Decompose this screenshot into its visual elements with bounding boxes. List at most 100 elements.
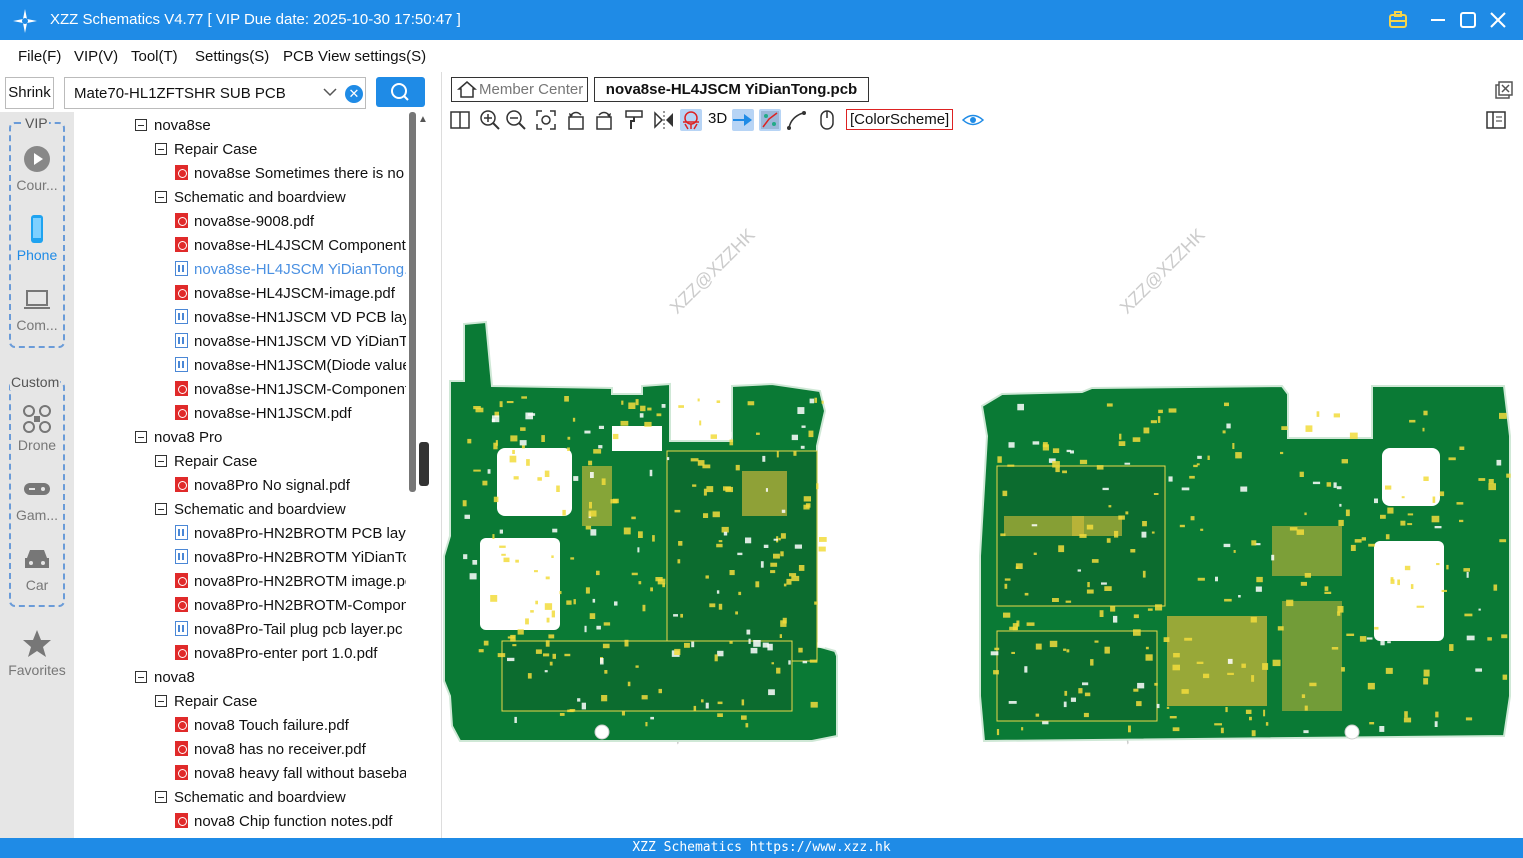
tree-file[interactable]: nova8Pro-enter port 1.0.pdf [175,642,406,666]
menu-file[interactable]: File(F) [18,48,62,65]
category-sidebar: VIP Cour... Phone Com... Custom Drone Ga… [0,112,74,838]
tree-file[interactable]: nova8Pro-HN2BROTM image.pd [175,570,406,594]
collapse-icon[interactable] [155,191,167,203]
tree-file[interactable]: nova8 Chip function notes.pdf [175,810,406,834]
category-game[interactable]: Gam... [0,474,74,523]
tree-file[interactable]: nova8se-HN1JSCM.pdf [175,402,406,426]
category-courses[interactable]: Cour... [0,144,74,193]
tree-file[interactable]: nova8 Touch failure.pdf [175,714,406,738]
tab-pcb-file[interactable]: nova8se-HL4JSCM YiDianTong.pcb [594,77,869,102]
zoom-in-icon[interactable] [479,109,501,131]
fit-view-icon[interactable] [535,109,557,131]
tree-file[interactable]: nova8Pro-Tail plug pcb layer.pc [175,618,406,642]
category-phone[interactable]: Phone [0,214,74,263]
tree-file[interactable]: nova8se-HN1JSCM(Diode value [175,354,406,378]
tree-file[interactable]: nova8Pro No signal.pdf [175,474,406,498]
tree-file[interactable]: nova8se-HN1JSCM VD PCB laye [175,306,406,330]
close-icon[interactable] [1487,9,1509,31]
eye-icon[interactable] [962,109,984,131]
collapse-icon[interactable] [155,695,167,707]
pcb-board-right[interactable] [979,384,1511,743]
home-icon [457,81,477,98]
mouse-icon[interactable] [816,109,838,131]
category-computer[interactable]: Com... [0,284,74,333]
pcb-board-left[interactable] [443,320,872,742]
panel-splitter[interactable] [419,442,429,486]
briefcase-icon[interactable] [1387,9,1409,31]
tree-folder[interactable]: Schematic and boardview [155,498,406,522]
search-button[interactable] [376,77,425,107]
tree-file[interactable]: nova8 heavy fall without baseba [175,762,406,786]
pdf-file-icon [175,165,188,180]
tree-folder[interactable]: Repair Case [155,690,406,714]
paint-roller-icon[interactable] [623,109,645,131]
minimize-icon[interactable] [1427,9,1449,31]
rotate-left-icon[interactable] [565,109,587,131]
chevron-down-icon[interactable] [323,85,337,99]
tree-scrollbar-thumb[interactable] [409,112,416,492]
pdf-file-icon [175,381,188,396]
tree-file[interactable]: nova8Pro-HN2BROTM YiDianTo [175,546,406,570]
zoom-out-icon[interactable] [505,109,527,131]
category-favorites[interactable]: Favorites [0,629,74,678]
shrink-button[interactable]: Shrink [5,77,54,109]
pcb-canvas[interactable]: XZZ@XZZHK XZZ@XZZHK XZZ@XZZHK XZZ@XZZHK [442,136,1523,838]
model-combo[interactable]: Mate70-HL1ZFTSHR SUB PCB ✕ [64,77,366,109]
collapse-icon[interactable] [155,503,167,515]
tree-folder[interactable]: Repair Case [155,450,406,474]
pcb-file-icon [175,525,188,540]
maximize-icon[interactable] [1457,9,1479,31]
tree-file[interactable]: nova8Pro-HN2BROTM PCB laye [175,522,406,546]
collapse-icon[interactable] [135,671,147,683]
tree-folder[interactable]: nova8 Pro [135,426,406,450]
trace-view-icon[interactable] [759,109,781,131]
tree-file[interactable]: nova8se-9008.pdf [175,210,406,234]
menu-vip[interactable]: VIP(V) [74,48,119,65]
collapse-icon[interactable] [155,455,167,467]
tree-file[interactable]: nova8se-HN1JSCM VD YiDianTo [175,330,406,354]
category-drone[interactable]: Drone [0,404,74,453]
tree-folder[interactable]: Repair Case [155,138,406,162]
tree-item-label: nova8se-HL4JSCM-image.pdf [194,285,395,302]
tree-file[interactable]: nova8Pro-HN2BROTM-Compon [175,594,406,618]
menu-tool[interactable]: Tool(T) [131,48,178,65]
tree-file[interactable]: nova8se-HL4JSCM Component [175,234,406,258]
collapse-icon[interactable] [155,143,167,155]
scroll-up-icon[interactable]: ▲ [418,114,428,125]
menu-settings[interactable]: Settings(S) [195,48,270,65]
tree-item-label: Repair Case [174,453,258,470]
color-scheme-button[interactable]: [ColorScheme] [846,109,954,130]
measure-icon[interactable] [786,109,808,131]
collapse-icon[interactable] [135,119,147,131]
tree-item-label: nova8se-HL4JSCM Component [194,237,406,254]
main-area: Member Center nova8se-HL4JSCM YiDianTong… [441,72,1523,838]
category-car[interactable]: Car [0,544,74,593]
search-icon [391,83,409,101]
split-view-icon[interactable] [449,109,471,131]
pdf-file-icon [175,645,188,660]
clear-icon[interactable]: ✕ [345,85,363,103]
menu-pcb-view-settings[interactable]: PCB View settings(S) [283,48,427,65]
tree-folder[interactable]: nova8se [135,114,406,138]
model-combo-value: Mate70-HL1ZFTSHR SUB PCB [74,85,286,102]
tree-file[interactable]: nova8 has no receiver.pdf [175,738,406,762]
tab-member-center[interactable]: Member Center [451,77,588,102]
tree-file[interactable]: nova8se-HL4JSCM-image.pdf [175,282,406,306]
tree-file[interactable]: nova8se Sometimes there is no [175,162,406,186]
tree-folder[interactable]: Schematic and boardview [155,786,406,810]
3d-toggle[interactable]: 3D [708,110,728,127]
pcb-board-drawing[interactable] [442,136,1523,838]
title-bar: XZZ Schematics V4.77 [ VIP Due date: 202… [0,0,1523,40]
close-tabs-icon[interactable] [1494,80,1514,100]
mirror-icon[interactable] [653,109,675,131]
tree-folder[interactable]: nova8 [135,666,406,690]
tree-file[interactable]: nova8se-HN1JSCM-Component [175,378,406,402]
rotate-right-icon[interactable] [593,109,615,131]
tree-file[interactable]: nova8se-HL4JSCM YiDianTong. [175,258,406,282]
collapse-icon[interactable] [155,791,167,803]
collapse-icon[interactable] [135,431,147,443]
pin-arrow-icon[interactable] [732,109,754,131]
side-panel-icon[interactable] [1485,109,1507,131]
tree-folder[interactable]: Schematic and boardview [155,186,406,210]
net-highlight-icon[interactable] [680,109,702,131]
